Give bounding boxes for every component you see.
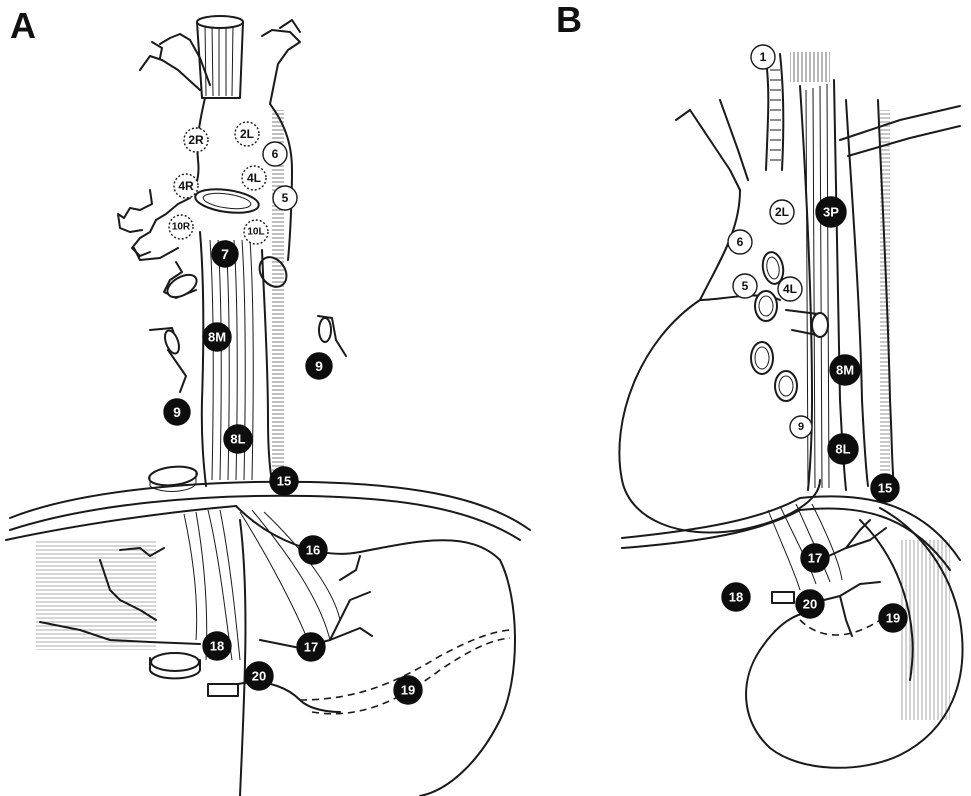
- svg-text:4R: 4R: [178, 179, 194, 193]
- svg-text:16: 16: [306, 543, 320, 558]
- node-b-17: 17: [801, 544, 829, 572]
- svg-text:1: 1: [760, 50, 767, 64]
- panel-a: A: [6, 5, 530, 796]
- node-b-8m: 8M: [830, 355, 860, 385]
- svg-text:4L: 4L: [247, 171, 261, 185]
- node-a-9-right: 9: [306, 353, 332, 379]
- svg-text:4L: 4L: [783, 282, 797, 296]
- node-b-4l: 4L: [778, 277, 802, 301]
- node-a-5: 5: [273, 186, 297, 210]
- node-b-1: 1: [751, 45, 775, 69]
- svg-text:18: 18: [210, 639, 224, 654]
- svg-text:18: 18: [729, 590, 743, 605]
- svg-text:3P: 3P: [823, 205, 839, 220]
- panel-b: B: [556, 0, 963, 768]
- svg-text:15: 15: [277, 474, 291, 489]
- node-b-19: 19: [879, 604, 907, 632]
- svg-text:9: 9: [173, 404, 181, 420]
- svg-text:2L: 2L: [775, 205, 789, 219]
- node-a-2l: 2L: [235, 122, 259, 146]
- svg-text:6: 6: [272, 147, 279, 161]
- svg-text:8M: 8M: [208, 330, 226, 345]
- panel-b-letter: B: [556, 0, 582, 40]
- node-b-5: 5: [733, 274, 757, 298]
- node-b-18: 18: [722, 583, 750, 611]
- svg-text:10R: 10R: [172, 222, 191, 233]
- svg-text:20: 20: [803, 597, 817, 612]
- svg-text:19: 19: [886, 611, 900, 626]
- svg-text:2R: 2R: [188, 133, 204, 147]
- svg-text:10L: 10L: [247, 227, 264, 238]
- panel-b-anatomy: [619, 52, 962, 768]
- node-a-4l: 4L: [242, 166, 266, 190]
- svg-text:7: 7: [221, 246, 229, 262]
- node-a-15: 15: [270, 467, 298, 495]
- svg-text:20: 20: [252, 669, 266, 684]
- node-a-17: 17: [297, 633, 325, 661]
- node-a-8l: 8L: [224, 425, 252, 453]
- node-a-16: 16: [299, 536, 327, 564]
- panel-a-letter: A: [10, 5, 36, 46]
- svg-text:2L: 2L: [240, 127, 254, 141]
- svg-text:6: 6: [737, 235, 744, 249]
- node-b-15: 15: [871, 474, 899, 502]
- svg-text:8M: 8M: [836, 363, 854, 378]
- svg-text:17: 17: [304, 640, 318, 655]
- node-a-10l: 10L: [244, 220, 268, 244]
- node-a-19: 19: [394, 676, 422, 704]
- node-a-8m: 8M: [203, 323, 231, 351]
- node-a-18: 18: [203, 632, 231, 660]
- node-a-10r: 10R: [169, 215, 193, 239]
- node-a-2r: 2R: [184, 128, 208, 152]
- node-b-3p: 3P: [816, 197, 846, 227]
- svg-text:9: 9: [315, 358, 323, 374]
- svg-text:15: 15: [878, 481, 892, 496]
- node-b-8l: 8L: [828, 434, 858, 464]
- svg-text:8L: 8L: [835, 442, 850, 457]
- node-b-20: 20: [796, 590, 824, 618]
- svg-text:9: 9: [798, 421, 804, 433]
- node-b-2l: 2L: [770, 200, 794, 224]
- svg-text:8L: 8L: [230, 432, 245, 447]
- svg-text:19: 19: [401, 683, 415, 698]
- svg-text:5: 5: [742, 279, 749, 293]
- node-a-6: 6: [263, 142, 287, 166]
- svg-text:17: 17: [808, 551, 822, 566]
- node-a-9-left: 9: [164, 399, 190, 425]
- node-a-4r: 4R: [174, 174, 198, 198]
- node-a-20: 20: [245, 662, 273, 690]
- node-b-6: 6: [728, 230, 752, 254]
- svg-text:5: 5: [282, 191, 289, 205]
- node-b-9: 9: [790, 416, 812, 438]
- node-a-7: 7: [212, 241, 238, 267]
